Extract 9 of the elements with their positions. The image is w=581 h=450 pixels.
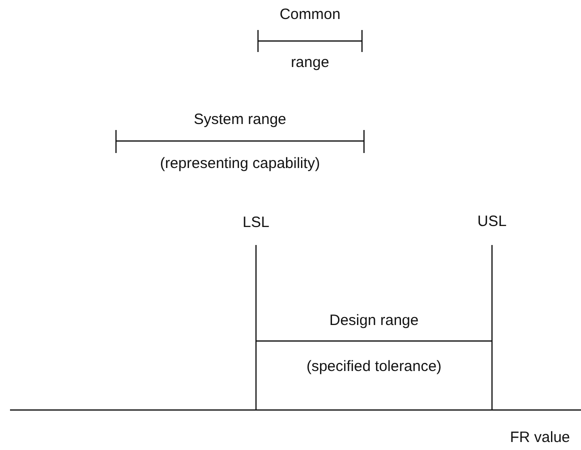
range-note: (representing capability) [160,156,320,172]
range-label: range [290,54,330,72]
limit-label: LSL [242,214,270,232]
axis-label: FR value [510,430,570,446]
limit-label: USL [477,214,507,230]
range-label: System range [194,112,286,128]
range-label: Design range [329,312,419,330]
range-label: Common [280,6,340,24]
range-note: (specified tolerance) [306,358,442,376]
